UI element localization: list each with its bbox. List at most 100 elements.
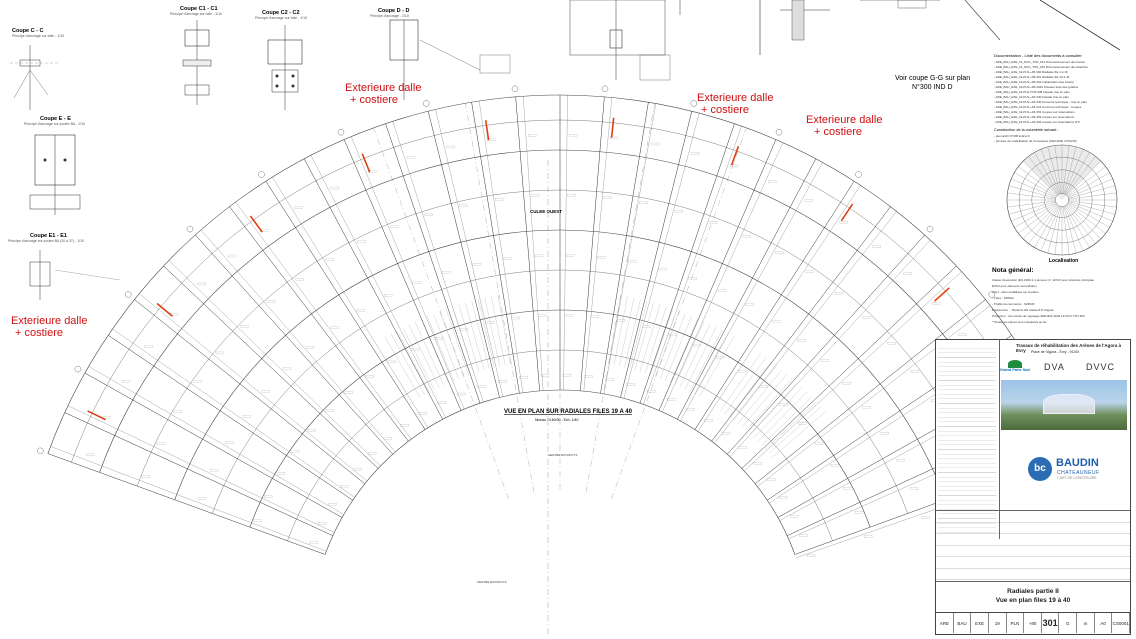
- stair-tread: [465, 303, 485, 371]
- company-name: BAUDIN: [1056, 457, 1099, 469]
- section-c-c: Coupe C - C Principe d'ancrage sur toile…: [10, 28, 64, 110]
- rosette-spoke: [1023, 204, 1058, 239]
- radial-beam: [195, 234, 393, 455]
- construction-item: - plan archi N°308 indice D: [994, 134, 1031, 138]
- tag-box: [834, 292, 844, 295]
- company-tag: L'ART DE CONSTRUIRE: [1057, 476, 1097, 480]
- tag-box: [318, 522, 327, 525]
- callout-exterieure-2: Exterieure dalle + costiere: [697, 92, 773, 116]
- rosette-spoke: [1023, 161, 1058, 196]
- sheet-code-cell: CS0001: [1112, 613, 1131, 633]
- tag-box: [658, 267, 667, 271]
- rosette-spoke: [1065, 205, 1096, 244]
- rosette-spoke: [1064, 149, 1084, 194]
- grid-bubble: [601, 85, 609, 93]
- costiere-mark: [933, 287, 950, 302]
- tag-box: [227, 254, 237, 258]
- costiere-mark: [610, 117, 615, 138]
- rosette-spoke: [1047, 146, 1061, 194]
- rosette-spoke: [1034, 152, 1059, 195]
- radial-beam-edge: [50, 446, 327, 552]
- stair-tread: [619, 297, 635, 367]
- rosette-spoke: [1014, 203, 1057, 228]
- axis-line: [465, 103, 535, 493]
- tag-box: [446, 145, 455, 149]
- stair-tread: [624, 299, 641, 368]
- logo-dva: DVA: [1044, 362, 1065, 372]
- radial-beam-edge: [563, 95, 568, 391]
- note-line: - Profilé du commerce : S235JR: [992, 302, 1035, 306]
- rosette-spoke: [1068, 178, 1113, 198]
- coupe-gg-line2: N°300 IND D: [912, 83, 953, 91]
- stair-tread: [420, 318, 449, 384]
- logo-text: Grand Paris Sud: [1000, 368, 1030, 372]
- tag-box: [569, 134, 578, 137]
- tag-box: [528, 134, 537, 137]
- title-block-contacts: [935, 339, 1000, 539]
- tag-box: [722, 432, 731, 435]
- radial-beam: [639, 123, 735, 404]
- tag-box: [197, 282, 206, 286]
- tag-box: [692, 343, 701, 347]
- tag-box: [839, 221, 848, 224]
- radial-beam: [620, 111, 693, 398]
- tag-box: [495, 198, 504, 201]
- radial-beam: [741, 265, 957, 469]
- tag-box: [597, 256, 606, 259]
- tag-box: [291, 450, 300, 453]
- tag-box: [387, 360, 396, 364]
- tag-box: [141, 475, 151, 479]
- tag-box: [210, 469, 219, 472]
- tag-box: [173, 410, 182, 414]
- radial-beam-edge: [67, 405, 335, 533]
- tag-box: [485, 321, 494, 324]
- tag-box: [368, 170, 377, 173]
- tag-box: [498, 380, 507, 383]
- radial-beam-edge: [168, 260, 381, 467]
- stair-tread: [396, 330, 430, 393]
- stair-tread: [694, 332, 729, 395]
- tag-box: [365, 375, 374, 378]
- tag-box: [742, 235, 751, 238]
- callout-line1: Exterieure dalle: [806, 114, 882, 126]
- stair-tread: [634, 302, 654, 371]
- axis-line: [373, 127, 509, 500]
- section-c1-c1: Coupe C1 - C1 Principe d'ancrage sur toi…: [170, 6, 222, 105]
- rosette-spoke: [1040, 206, 1060, 251]
- tag-box: [562, 373, 572, 377]
- stair-tread: [753, 387, 803, 438]
- tag-box: [457, 392, 466, 396]
- tag-box: [330, 186, 339, 190]
- section-e1-e1: Coupe E1 - E1 Principe d'ancrage sur pou…: [8, 233, 121, 300]
- grid-bubble: [988, 291, 995, 298]
- tag-box: [880, 432, 889, 435]
- tag-box: [864, 535, 873, 538]
- general-notes: Nota général: Classe d'exécution (EN 199…: [992, 267, 1094, 324]
- tag-box: [779, 403, 788, 406]
- tag-box: [459, 204, 468, 207]
- tag-box: [862, 316, 871, 319]
- project-title: Travaux de réhabilitation des Arènes de …: [1016, 343, 1122, 353]
- stair-tread: [458, 304, 480, 372]
- radial-beam-edge: [200, 229, 396, 452]
- company-subname: CHATEAUNEUF: [1057, 470, 1100, 476]
- note-line: Boulonnerie : - Boulons HR classe 8.8 zi…: [992, 308, 1054, 312]
- tag-box: [294, 206, 303, 209]
- doc-item: - ARE_BAU_EXE_19_NOC_TXN_014 Dimensionne…: [994, 60, 1086, 64]
- tag-box: [738, 446, 747, 449]
- tag-box: [667, 398, 676, 401]
- tag-box: [709, 221, 718, 224]
- stair-tread: [639, 304, 661, 372]
- stair-tread: [670, 318, 698, 383]
- rosette-spoke: [1065, 156, 1096, 195]
- stair-tread: [720, 353, 761, 411]
- rosette-spoke: [1007, 192, 1056, 200]
- tag-box: [197, 497, 206, 500]
- stair-tread: [689, 329, 723, 392]
- rosette-spoke: [1067, 172, 1110, 197]
- tag-box: [626, 383, 635, 386]
- radial-beam-edge: [643, 126, 742, 405]
- note-line: Acier : acier métallique sur la place: [992, 290, 1039, 294]
- stair-tread: [414, 321, 444, 386]
- radial-beam-edge: [714, 211, 897, 444]
